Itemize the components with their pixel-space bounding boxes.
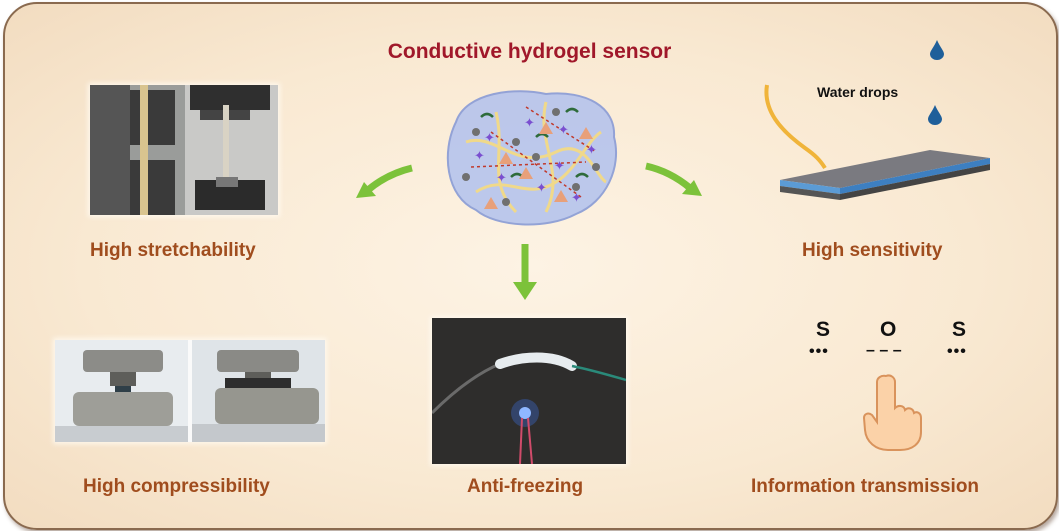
water-drop-icon	[930, 40, 944, 60]
morse-code: – – –	[866, 342, 902, 359]
svg-text:✦: ✦	[484, 131, 495, 146]
compression-test-photo	[55, 340, 325, 442]
label-high-compressibility: High compressibility	[83, 476, 270, 497]
svg-text:✦: ✦	[586, 143, 597, 158]
arrow-to-sensitivity	[645, 162, 702, 196]
svg-text:✦: ✦	[474, 149, 485, 164]
svg-text:✦: ✦	[536, 181, 547, 196]
morse-letter: S	[952, 318, 967, 341]
diagram-title: Conductive hydrogel sensor	[387, 40, 672, 63]
label-high-stretchability: High stretchability	[90, 240, 256, 261]
label-anti-freezing: Anti-freezing	[467, 476, 584, 497]
svg-text:✦: ✦	[558, 123, 569, 138]
label-information-transmission: Information transmission	[751, 476, 980, 497]
morse-code: •••	[947, 343, 967, 360]
svg-text:✦: ✦	[571, 191, 582, 206]
hydrogel-network: ✦ ✦ ✦ ✦ ✦ ✦ ✦ ✦ ✦	[446, 90, 618, 226]
pointing-hand-icon	[862, 374, 922, 451]
arrow-to-stretchability	[356, 164, 413, 198]
svg-text:✦: ✦	[496, 171, 507, 186]
antifreezing-led-photo	[432, 318, 626, 464]
svg-text:✦: ✦	[554, 159, 565, 174]
morse-code: •••	[809, 343, 829, 360]
stretch-test-photo	[90, 85, 278, 215]
water-drops-label: Water drops	[817, 84, 899, 100]
svg-text:✦: ✦	[524, 116, 535, 131]
arrow-to-antifreezing	[513, 244, 537, 300]
morse-letter: S	[816, 318, 831, 341]
morse-letter: O	[880, 318, 897, 341]
water-drop-icon	[928, 105, 942, 125]
sensor-sheet-illustration	[764, 84, 990, 200]
label-high-sensitivity: High sensitivity	[802, 240, 943, 261]
